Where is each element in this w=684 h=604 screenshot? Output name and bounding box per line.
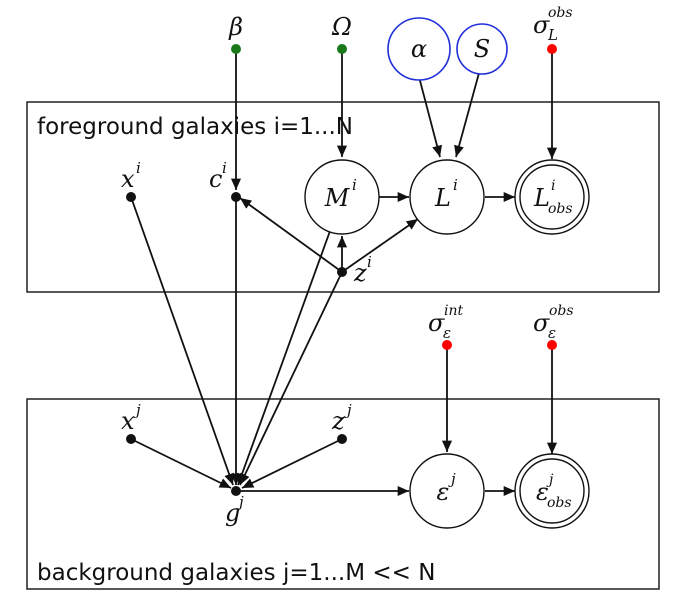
L-i-node: L i: [409, 159, 485, 235]
svg-text:σ: σ: [428, 309, 445, 337]
svg-text:i: i: [222, 159, 227, 177]
edge-xi-to-g: [130, 196, 234, 486]
foreground-plate: [26, 101, 660, 293]
alpha-node-label: α: [411, 35, 427, 63]
edge-zi-to-g: [239, 271, 343, 486]
sigma-L-obs-label: σ obs L: [533, 5, 573, 44]
edges: [130, 49, 558, 497]
L-obs-i-node: L i obs: [514, 159, 590, 235]
svg-text:ε: ε: [443, 324, 451, 342]
background-plate: [26, 398, 660, 590]
z-i-dot: [337, 267, 347, 277]
z-i-node: z i: [337, 253, 372, 287]
sigma-eps-obs-dot: [547, 340, 557, 350]
svg-text:j: j: [448, 470, 456, 488]
svg-text:obs: obs: [549, 303, 574, 319]
svg-text:i: i: [453, 176, 458, 194]
svg-text:σ: σ: [533, 11, 550, 39]
x-i-node: x i: [121, 159, 141, 202]
svg-text:obs: obs: [548, 201, 573, 217]
svg-text:i: i: [551, 178, 555, 194]
foreground-plate-label: foreground galaxies i=1...N: [37, 114, 353, 140]
svg-text:j: j: [133, 401, 141, 419]
svg-text:M: M: [324, 184, 351, 212]
sigma-eps-int-dot: [442, 340, 452, 350]
S-node: S: [456, 23, 508, 75]
svg-text:L: L: [434, 184, 451, 212]
edge-M-to-g: [237, 230, 331, 486]
svg-text:i: i: [367, 253, 372, 271]
svg-text:obs: obs: [547, 495, 572, 511]
c-i-dot: [231, 192, 241, 202]
L-obs-i-inner-circle: [519, 164, 585, 230]
sigma-eps-int-label: σ int ε: [428, 303, 463, 342]
background-plate-label: background galaxies j=1...M << N: [37, 560, 435, 586]
svg-text:j: j: [236, 493, 244, 511]
x-i-dot: [126, 192, 136, 202]
svg-text:ε: ε: [536, 478, 549, 506]
x-j-dot: [126, 434, 136, 444]
alpha-node-circle: [387, 17, 451, 81]
svg-text:ε: ε: [437, 478, 450, 506]
svg-text:σ: σ: [533, 309, 550, 337]
beta-dot: [231, 44, 241, 54]
svg-text:z: z: [331, 407, 345, 435]
sigma-eps-obs-label: σ obs ε: [533, 303, 574, 342]
M-i-node-circle: [304, 159, 380, 235]
eps-j-node-circle: [409, 453, 485, 529]
c-i-node: c i: [209, 159, 241, 202]
sigma-L-obs-dot: [547, 44, 557, 54]
svg-text:i: i: [136, 159, 141, 177]
svg-text:c: c: [209, 165, 222, 193]
svg-text:z: z: [353, 259, 367, 287]
g-j-dot: [231, 486, 241, 496]
edge-z-to-c: [239, 197, 343, 273]
edge-alpha-to-L: [417, 72, 443, 158]
svg-text:j: j: [344, 401, 352, 419]
x-j-node: x j: [121, 401, 141, 444]
M-i-node: M i: [304, 159, 380, 235]
svg-text:x: x: [121, 407, 135, 435]
S-node-label: S: [474, 35, 490, 63]
g-j-node: g j: [225, 486, 244, 527]
svg-text:L: L: [533, 184, 550, 212]
eps-j-node: ε j: [409, 453, 485, 529]
eps-obs-j-inner-circle: [519, 458, 585, 524]
beta-label: β: [228, 13, 243, 41]
edge-zj-to-g: [241, 438, 343, 489]
omega-dot: [337, 44, 347, 54]
z-j-node: z j: [331, 401, 352, 444]
svg-text:j: j: [546, 472, 554, 488]
svg-text:x: x: [121, 165, 135, 193]
eps-obs-j-node: ε j obs: [514, 453, 590, 529]
svg-text:L: L: [547, 26, 558, 44]
svg-text:ε: ε: [548, 324, 556, 342]
svg-text:g: g: [225, 499, 240, 527]
alpha-node: α: [387, 17, 451, 81]
edge-S-to-L: [454, 72, 480, 158]
svg-text:int: int: [444, 303, 463, 319]
omega-label: Ω: [331, 13, 352, 41]
edge-xj-to-g: [130, 438, 232, 489]
edge-z-to-L: [341, 218, 419, 273]
svg-text:obs: obs: [548, 5, 573, 21]
L-i-node-circle: [409, 159, 485, 235]
svg-text:i: i: [352, 176, 357, 194]
S-node-circle: [456, 23, 508, 75]
z-j-dot: [337, 434, 347, 444]
